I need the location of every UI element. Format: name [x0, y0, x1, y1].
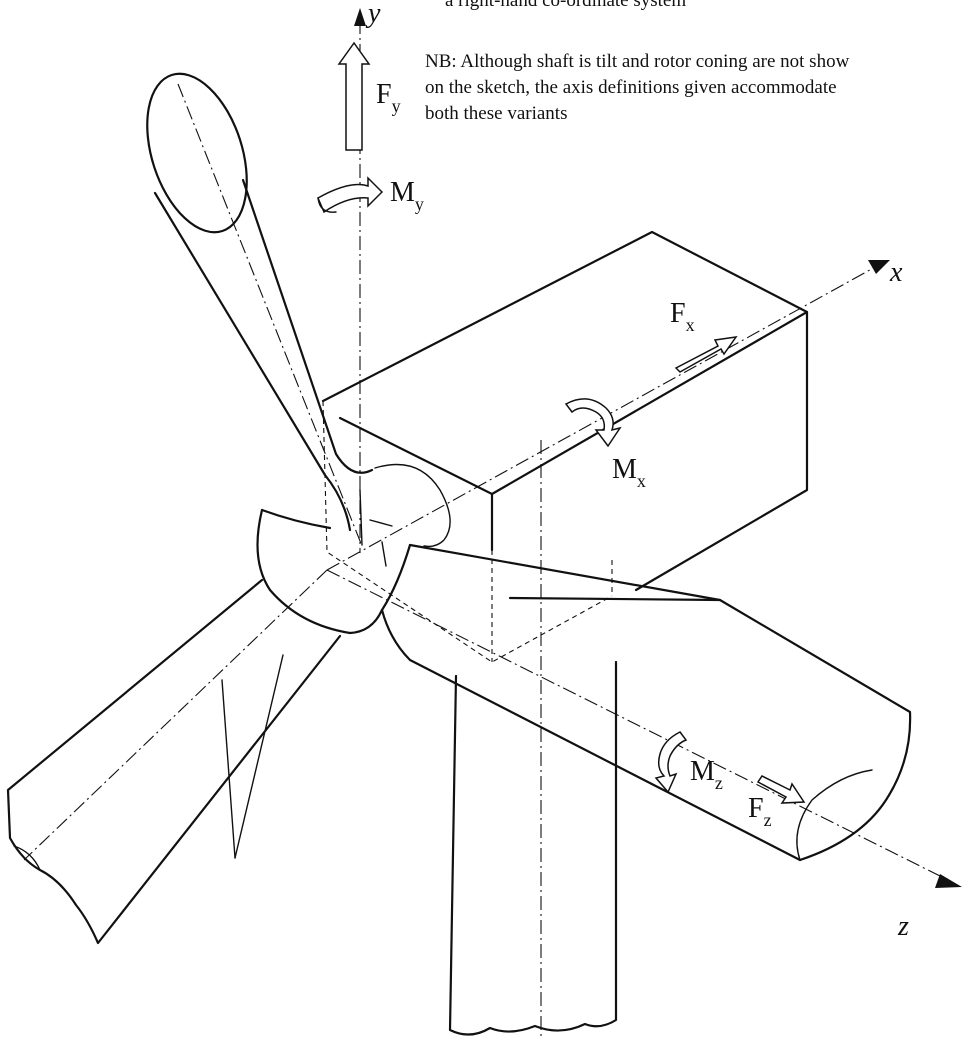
hub — [256, 463, 451, 635]
force-fx-arrow — [674, 336, 738, 373]
force-fy-arrow — [337, 41, 371, 151]
label-fy: Fy — [376, 79, 401, 116]
blade-right — [380, 543, 912, 862]
axis-labels: y x z — [365, 0, 909, 942]
label-mx: Mx — [612, 454, 646, 491]
axes — [326, 8, 962, 888]
note-nb-line-3: both these variants — [425, 103, 567, 124]
z-axis-arrowhead — [935, 874, 962, 888]
label-my: My — [390, 177, 424, 214]
z-axis-line — [326, 569, 951, 882]
moment-mx-arrow — [564, 398, 622, 448]
moment-mz-arrow — [654, 731, 688, 794]
x-axis-arrowhead — [868, 260, 890, 274]
blade-lower-left — [6, 569, 342, 945]
y-axis-arrowhead — [354, 8, 366, 26]
label-fx: Fx — [670, 298, 695, 335]
symbol-labels: Fy My Fx Mx Mz Fz — [376, 79, 772, 830]
annotation-notes: a right-hand co-ordinate system NB: Alth… — [425, 0, 850, 124]
note-nb-line-1: NB: Although shaft is tilt and rotor con… — [425, 51, 850, 72]
label-fz: Fz — [748, 793, 772, 830]
blade-upper — [146, 72, 374, 547]
moment-my-arrow — [317, 176, 384, 214]
force-fz-arrow — [756, 775, 806, 804]
x-axis-label: x — [889, 257, 903, 288]
y-axis-label: y — [365, 0, 381, 29]
note-top-line: a right-hand co-ordinate system — [445, 0, 686, 11]
note-nb-line-2: on the sketch, the axis definitions give… — [425, 77, 837, 98]
label-mz: Mz — [690, 756, 723, 793]
tower — [448, 440, 618, 1038]
z-axis-label: z — [897, 911, 909, 942]
